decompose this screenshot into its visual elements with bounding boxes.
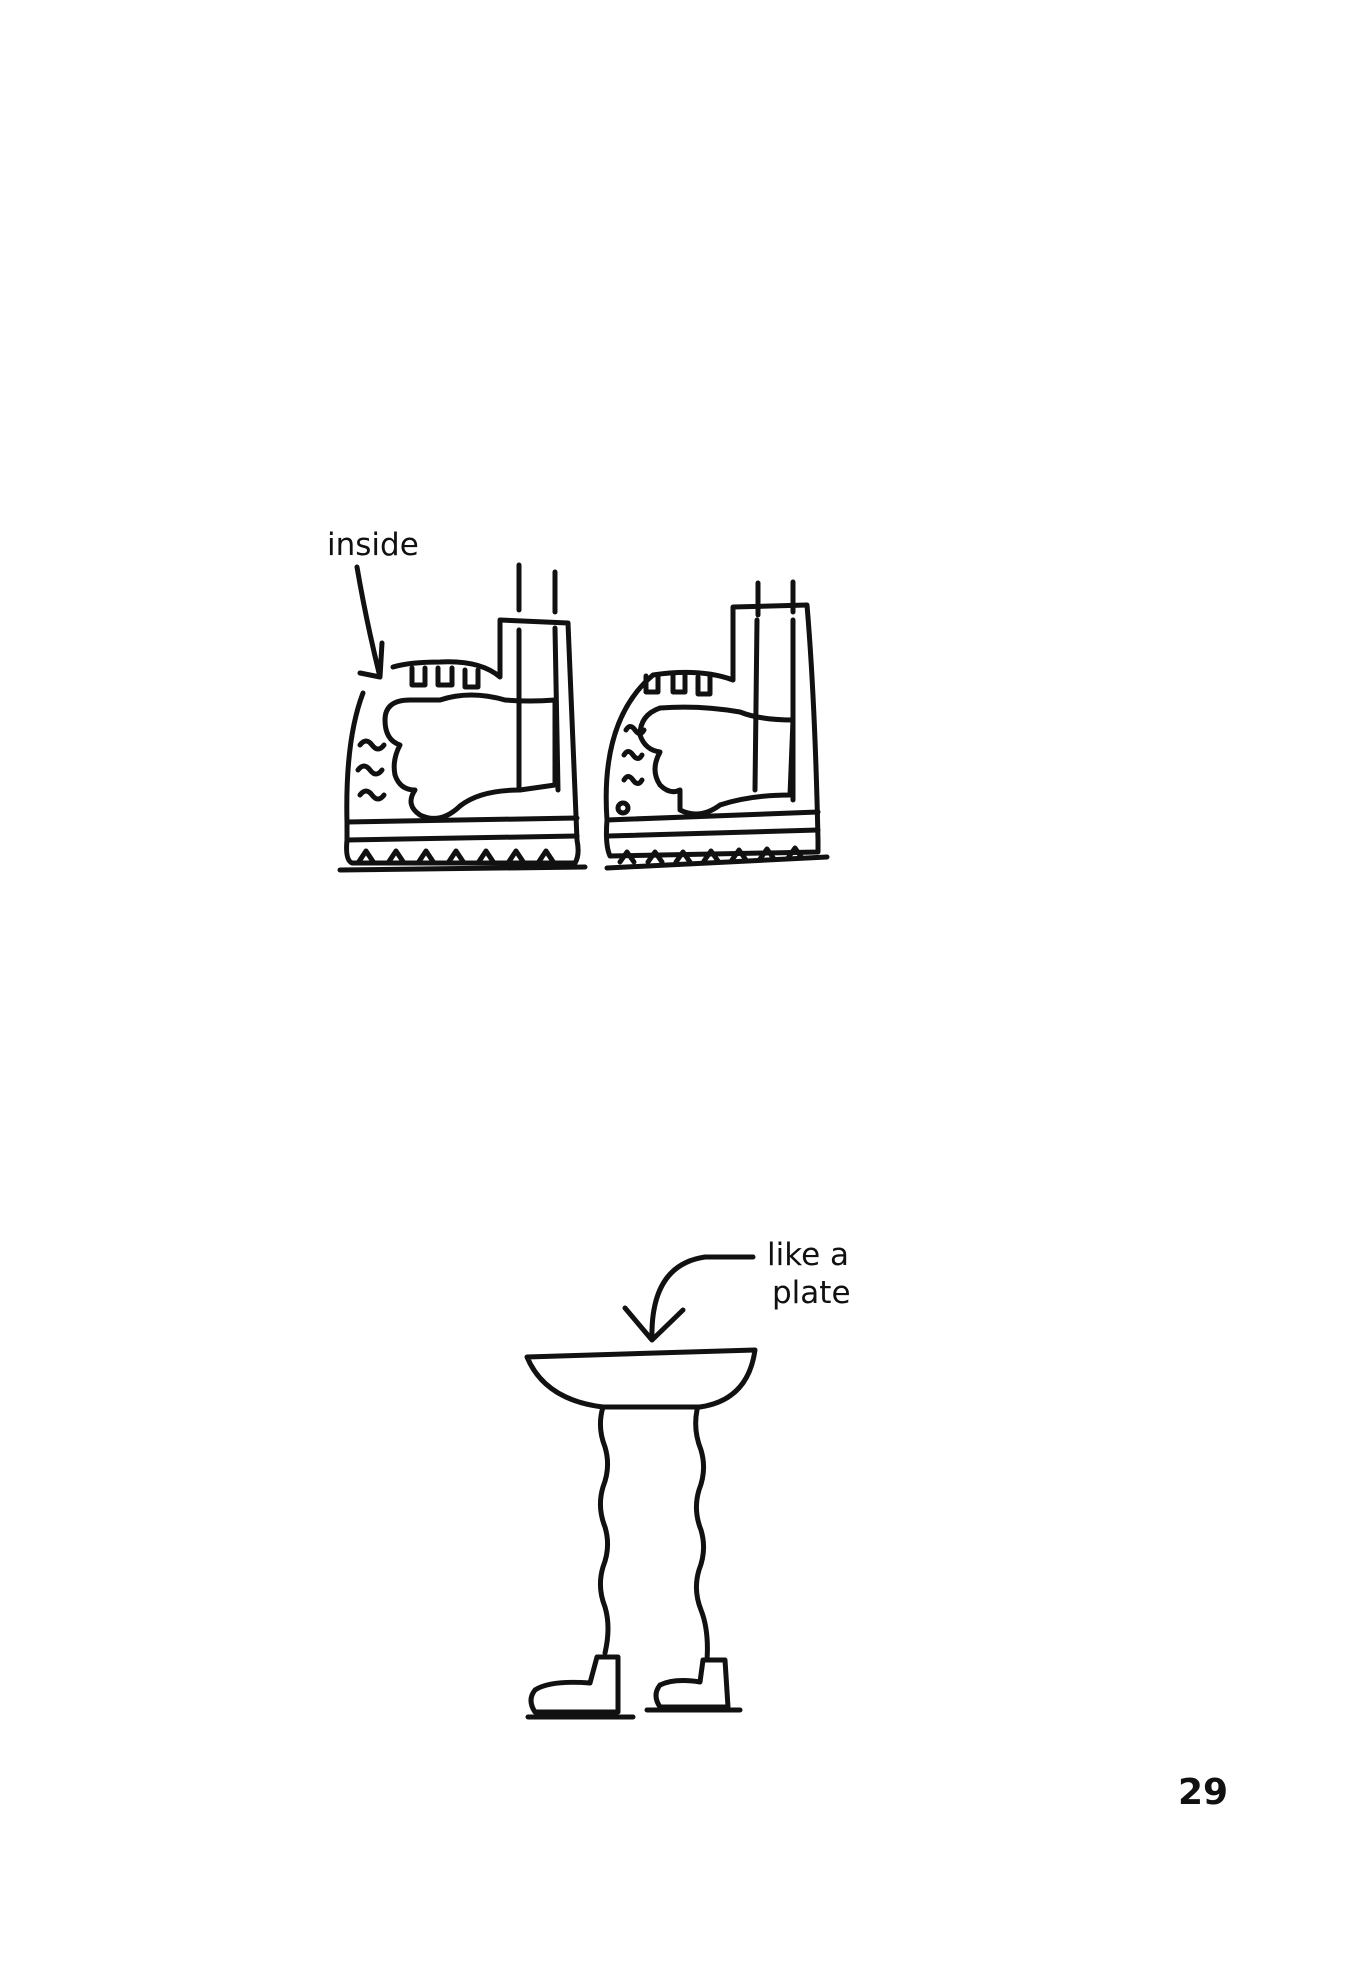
page-number: 29 bbox=[1178, 1772, 1229, 1813]
boot-outside-view bbox=[603, 579, 830, 871]
label-like-a: like a bbox=[767, 1237, 849, 1273]
arrow bbox=[622, 1254, 756, 1343]
left-leg bbox=[597, 1404, 611, 1656]
left-boot bbox=[528, 1654, 621, 1715]
right-boot bbox=[653, 1657, 731, 1710]
right-leg bbox=[693, 1407, 710, 1663]
label-inside: inside bbox=[327, 527, 419, 563]
label-plate: plate bbox=[772, 1275, 851, 1311]
boot-inside-view bbox=[337, 562, 588, 873]
plate bbox=[524, 1347, 758, 1410]
